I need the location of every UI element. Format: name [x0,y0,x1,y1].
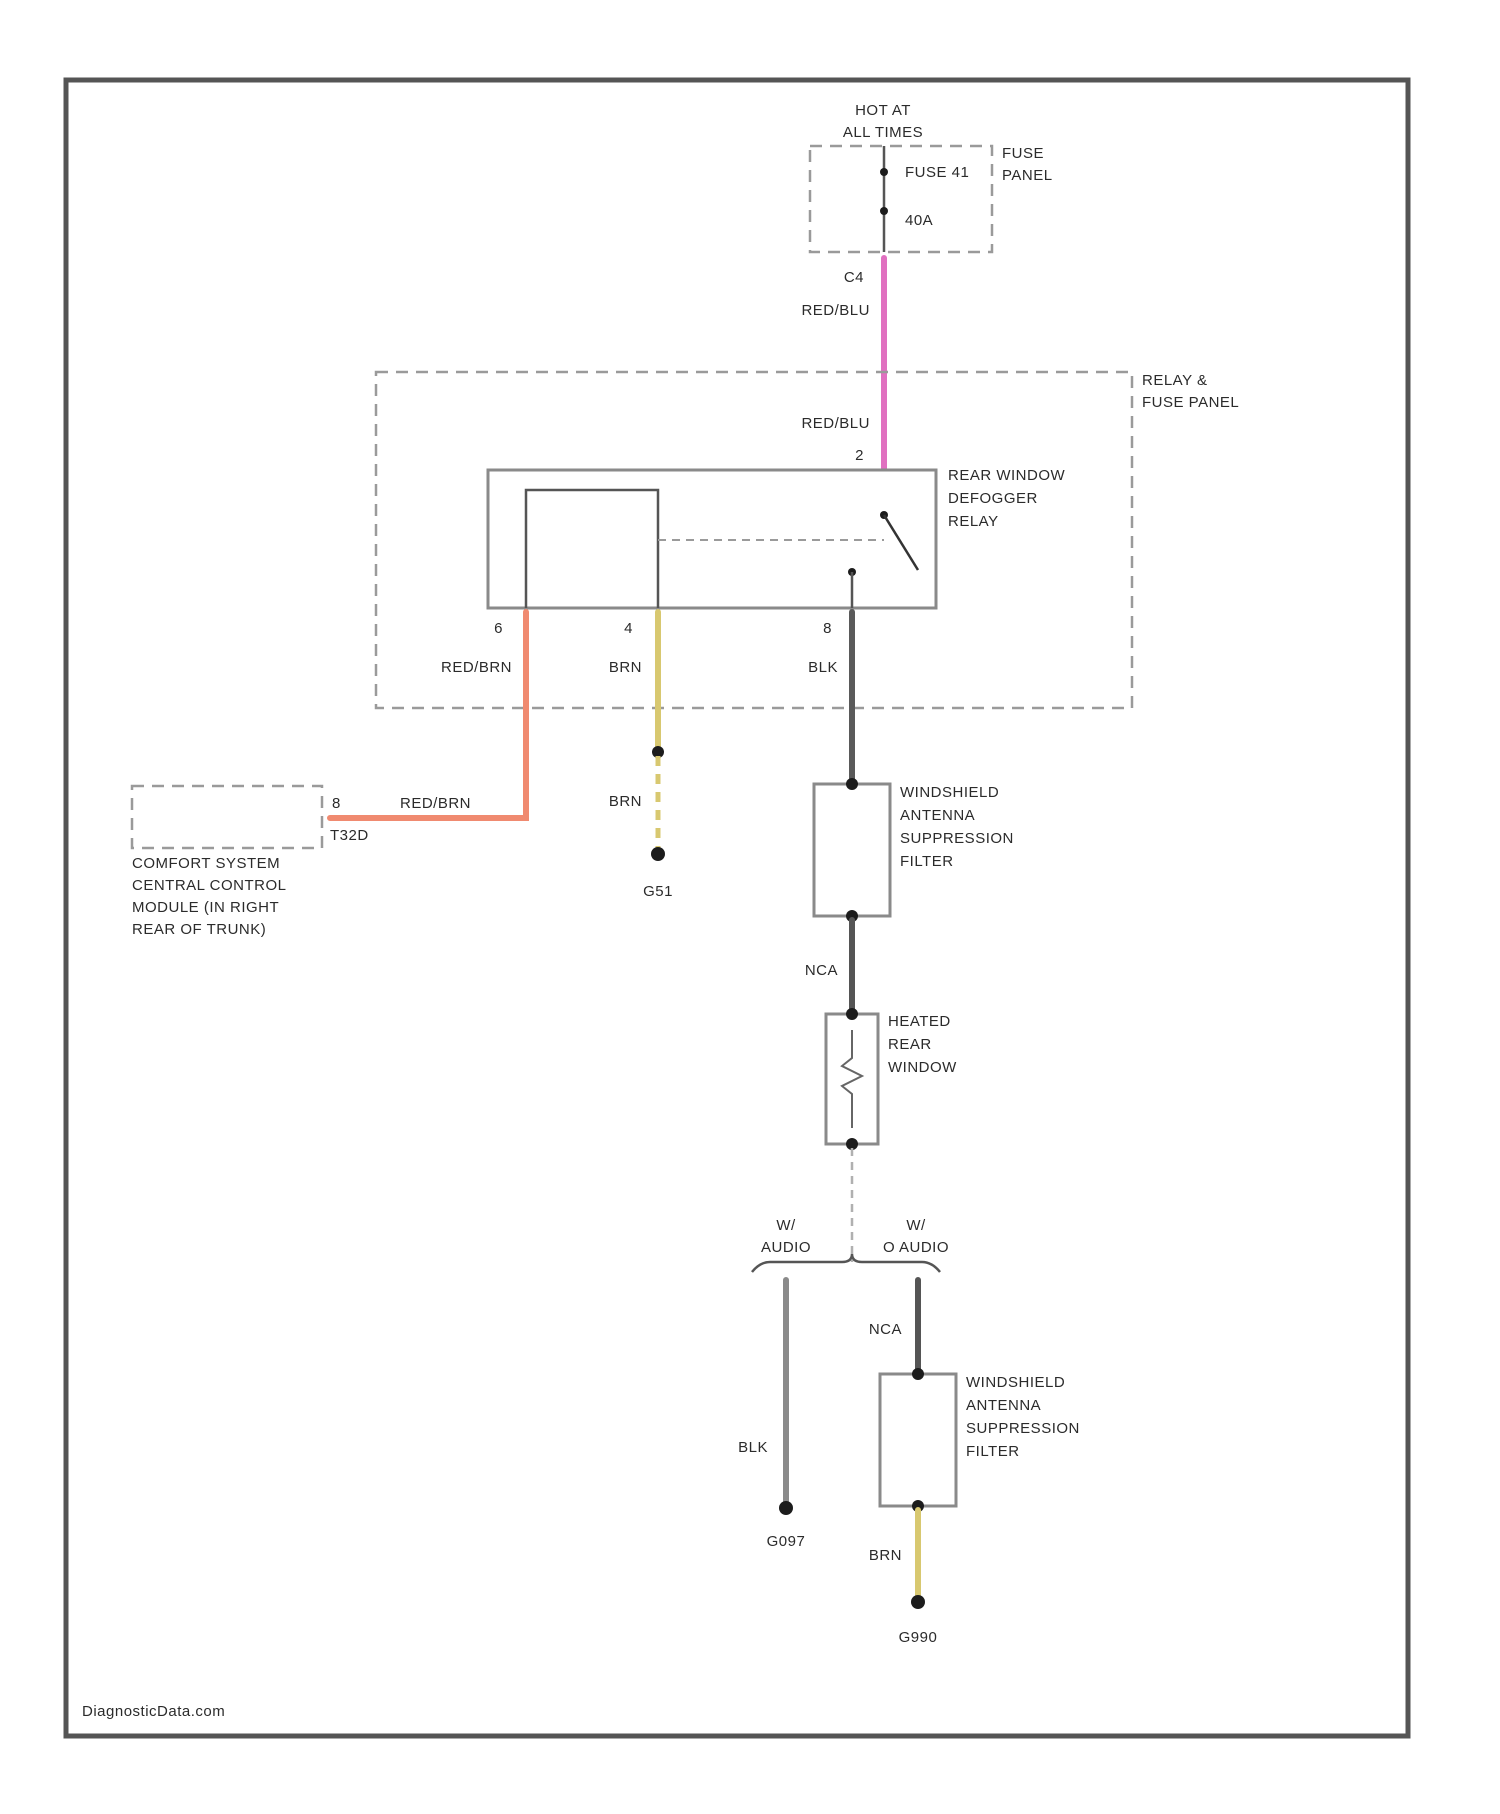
ccm-pin: 8 [332,795,341,812]
wire-label-red-blu-1: RED/BLU [801,302,870,319]
without-audio-label-2: O AUDIO [883,1239,949,1256]
ccm-label-3: MODULE (IN RIGHT [132,899,279,916]
filter-1-label: WINDSHIELD [900,784,999,801]
fuse-panel-label-2: PANEL [1002,167,1053,184]
hot-at-label: HOT AT [855,102,911,119]
wire-label-nca-1: NCA [805,962,838,979]
with-audio-label: W/ [776,1217,796,1234]
relay-pin-8: 8 [823,620,832,637]
filter-1-terminal-top [846,778,858,790]
wire-label-red-brn-1: RED/BRN [441,659,512,676]
filter-2-label-3: SUPPRESSION [966,1420,1080,1437]
relay-pin-6: 6 [494,620,503,637]
with-audio-label-2: AUDIO [761,1239,811,1256]
without-audio-label: W/ [906,1217,926,1234]
wire-label-blk-2: BLK [738,1439,768,1456]
ccm-label-2: CENTRAL CONTROL [132,877,286,894]
filter-2-label-2: ANTENNA [966,1397,1041,1414]
relay-pin-4: 4 [624,620,633,637]
relay-pin-2: 2 [855,447,864,464]
ccm-connector: T32D [330,827,369,844]
comfort-control-module-box [132,786,322,848]
wire-label-brn-1: BRN [609,659,642,676]
wire-red-brn [330,612,526,818]
ground-g990-label: G990 [899,1629,938,1646]
suppression-filter-1 [814,784,890,916]
relay-panel-label: RELAY & [1142,372,1207,389]
pin-c4: C4 [844,269,864,286]
wire-label-blk-1: BLK [808,659,838,676]
suppression-filter-2 [880,1374,956,1506]
heated-window-label: HEATED [888,1013,951,1030]
ccm-label: COMFORT SYSTEM [132,855,280,872]
relay-label: REAR WINDOW [948,467,1066,484]
ground-g097-label: G097 [767,1533,806,1550]
ground-g097 [779,1501,793,1515]
fuse-panel-box [810,146,992,252]
fuse-number: FUSE 41 [905,164,969,181]
wire-label-brn-3: BRN [869,1547,902,1564]
fuse-terminal-top [880,168,888,176]
ground-g990 [911,1595,925,1609]
wire-label-brn-2: BRN [609,793,642,810]
option-bar [752,1254,940,1272]
wire-label-nca-2: NCA [869,1321,902,1338]
filter-1-label-4: FILTER [900,853,954,870]
heated-window-terminal-top [846,1008,858,1020]
relay-label-3: RELAY [948,513,999,530]
filter-1-label-2: ANTENNA [900,807,975,824]
fuse-amperage: 40A [905,212,933,229]
filter-2-terminal-top [912,1368,924,1380]
all-times-label: ALL TIMES [843,124,923,141]
filter-2-label-4: FILTER [966,1443,1020,1460]
watermark: DiagnosticData.com [82,1703,225,1720]
heated-window-label-3: WINDOW [888,1059,957,1076]
heated-window-label-2: REAR [888,1036,932,1053]
wire-label-red-brn-2: RED/BRN [400,795,471,812]
wire-label-red-blu-2: RED/BLU [801,415,870,432]
ground-g51-label: G51 [643,883,673,900]
ccm-label-4: REAR OF TRUNK) [132,921,266,938]
ground-g51 [651,847,665,861]
filter-1-label-3: SUPPRESSION [900,830,1014,847]
relay-label-2: DEFOGGER [948,490,1038,507]
fuse-panel-label: FUSE [1002,145,1044,162]
fuse-terminal-bottom [880,207,888,215]
relay-panel-label-2: FUSE PANEL [1142,394,1239,411]
filter-2-label: WINDSHIELD [966,1374,1065,1391]
